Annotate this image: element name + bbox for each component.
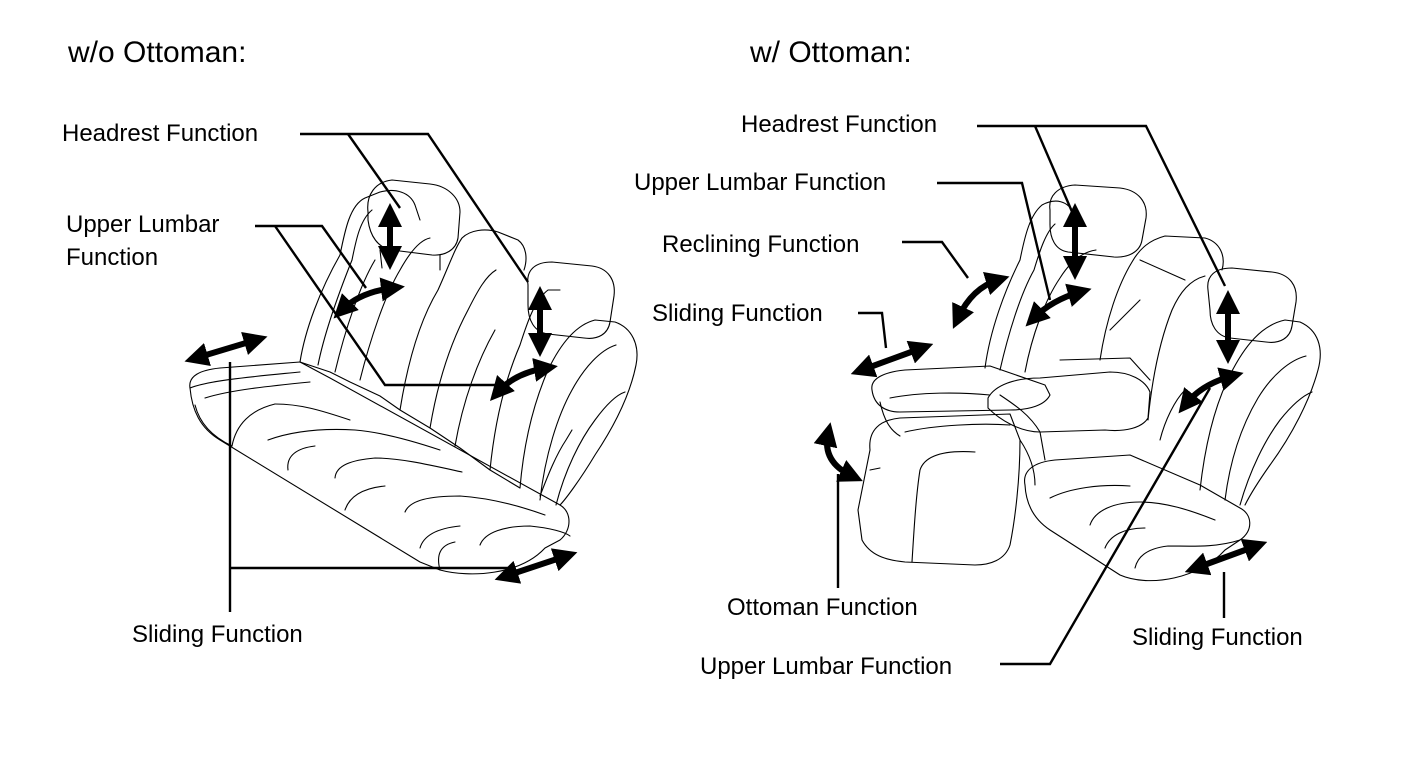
right-ottoman-arrow: [813, 422, 863, 482]
label-left-headrest-function: Headrest Function: [62, 120, 259, 147]
right-sliding-arrow-left: [850, 340, 934, 378]
right-panel-title: w/ Ottoman:: [750, 36, 912, 69]
label-right-reclining-function: Reclining Function: [662, 231, 860, 258]
left-sliding-arrow-left: [184, 331, 268, 367]
label-right-upper-lumbar-top: Upper Lumbar Function: [634, 169, 887, 196]
left-sliding-arrow-right: [494, 548, 578, 584]
right-reclining-arrow: [952, 272, 1010, 329]
right-sliding-arrow-right: [1184, 538, 1268, 576]
right-upper-lumbar-arrow-top: [1025, 283, 1092, 327]
label-left-sliding-function: Sliding Function: [132, 621, 303, 648]
left-panel-title: w/o Ottoman:: [68, 36, 247, 69]
label-left-upper-lumbar-line2: Function: [66, 244, 159, 271]
right-ottoman-seats-illustration: [857, 184, 1321, 582]
label-right-sliding-function-right: Sliding Function: [1132, 624, 1303, 651]
label-right-sliding-function-left: Sliding Function: [652, 300, 823, 327]
left-leader-lines: [228, 132, 529, 612]
label-right-ottoman-function: Ottoman Function: [727, 594, 918, 621]
label-right-headrest-function: Headrest Function: [741, 111, 938, 138]
left-upper-lumbar-arrow-right: [489, 358, 558, 401]
label-right-upper-lumbar-bottom: Upper Lumbar Function: [700, 653, 953, 680]
left-upper-lumbar-arrow: [333, 277, 405, 319]
right-upper-lumbar-arrow-bottom: [1178, 367, 1244, 414]
label-left-upper-lumbar-line1: Upper Lumbar: [66, 211, 220, 238]
left-bench-seat-illustration: [189, 179, 638, 575]
right-leader-lines: [836, 124, 1227, 666]
